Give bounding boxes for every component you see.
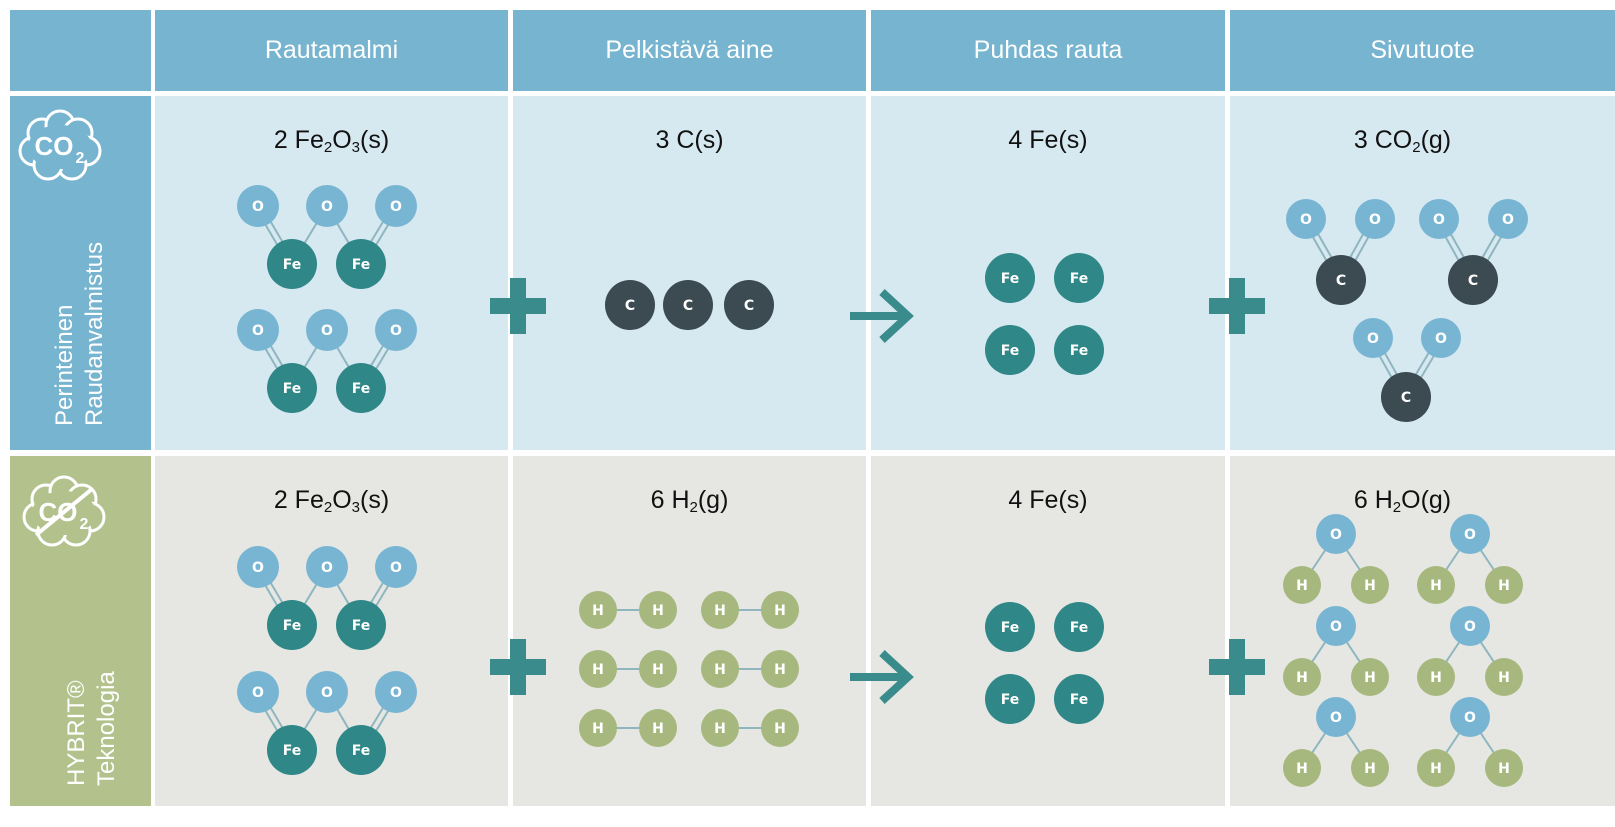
row-label-line2: Raudanvalmistus <box>81 241 108 426</box>
formula: 3 CO2(g) <box>1353 126 1452 156</box>
row-label-perinteinen: Perinteinen Raudanvalmistus <box>10 96 151 450</box>
header-rautamalmi: Rautamalmi <box>155 10 508 91</box>
cell-r2-puhdas-rauta: 4 Fe(s) <box>871 456 1225 806</box>
formula: 4 Fe(s) <box>1008 486 1088 514</box>
header-puhdas-rauta: Puhdas rauta <box>871 10 1225 91</box>
formula: 4 Fe(s) <box>1008 126 1088 154</box>
cell-r2-pelkistava-aine: 6 H2(g) <box>513 456 866 806</box>
cell-r1-rautamalmi: 2 Fe2O3(s) <box>155 96 508 450</box>
header-pelkistava-aine: Pelkistävä aine <box>513 10 866 91</box>
cell-r2-sivutuote: 6 H2O(g) <box>1230 456 1615 806</box>
cell-r1-sivutuote: 3 CO2(g) <box>1230 96 1615 450</box>
header-corner <box>10 10 151 91</box>
row-label-line1: HYBRIT® <box>63 680 90 786</box>
cell-r2-rautamalmi: 2 Fe2O3(s) <box>155 456 508 806</box>
formula: 2 Fe2O3(s) <box>273 486 390 516</box>
formula: 6 H2(g) <box>650 486 729 516</box>
row-label-text: HYBRIT® Teknologia <box>62 671 122 786</box>
cell-r1-pelkistava-aine: 3 C(s) <box>513 96 866 450</box>
row-label-line2: Teknologia <box>93 671 120 786</box>
row-label-text: Perinteinen Raudanvalmistus <box>50 242 110 426</box>
cell-r1-puhdas-rauta: 4 Fe(s) <box>871 96 1225 450</box>
row-label-hybrit: HYBRIT® Teknologia <box>10 456 151 806</box>
formula: 6 H2O(g) <box>1353 486 1452 516</box>
formula: 2 Fe2O3(s) <box>273 126 390 156</box>
formula: 3 C(s) <box>655 126 724 154</box>
row-label-line1: Perinteinen <box>51 304 78 426</box>
header-sivutuote: Sivutuote <box>1230 10 1615 91</box>
